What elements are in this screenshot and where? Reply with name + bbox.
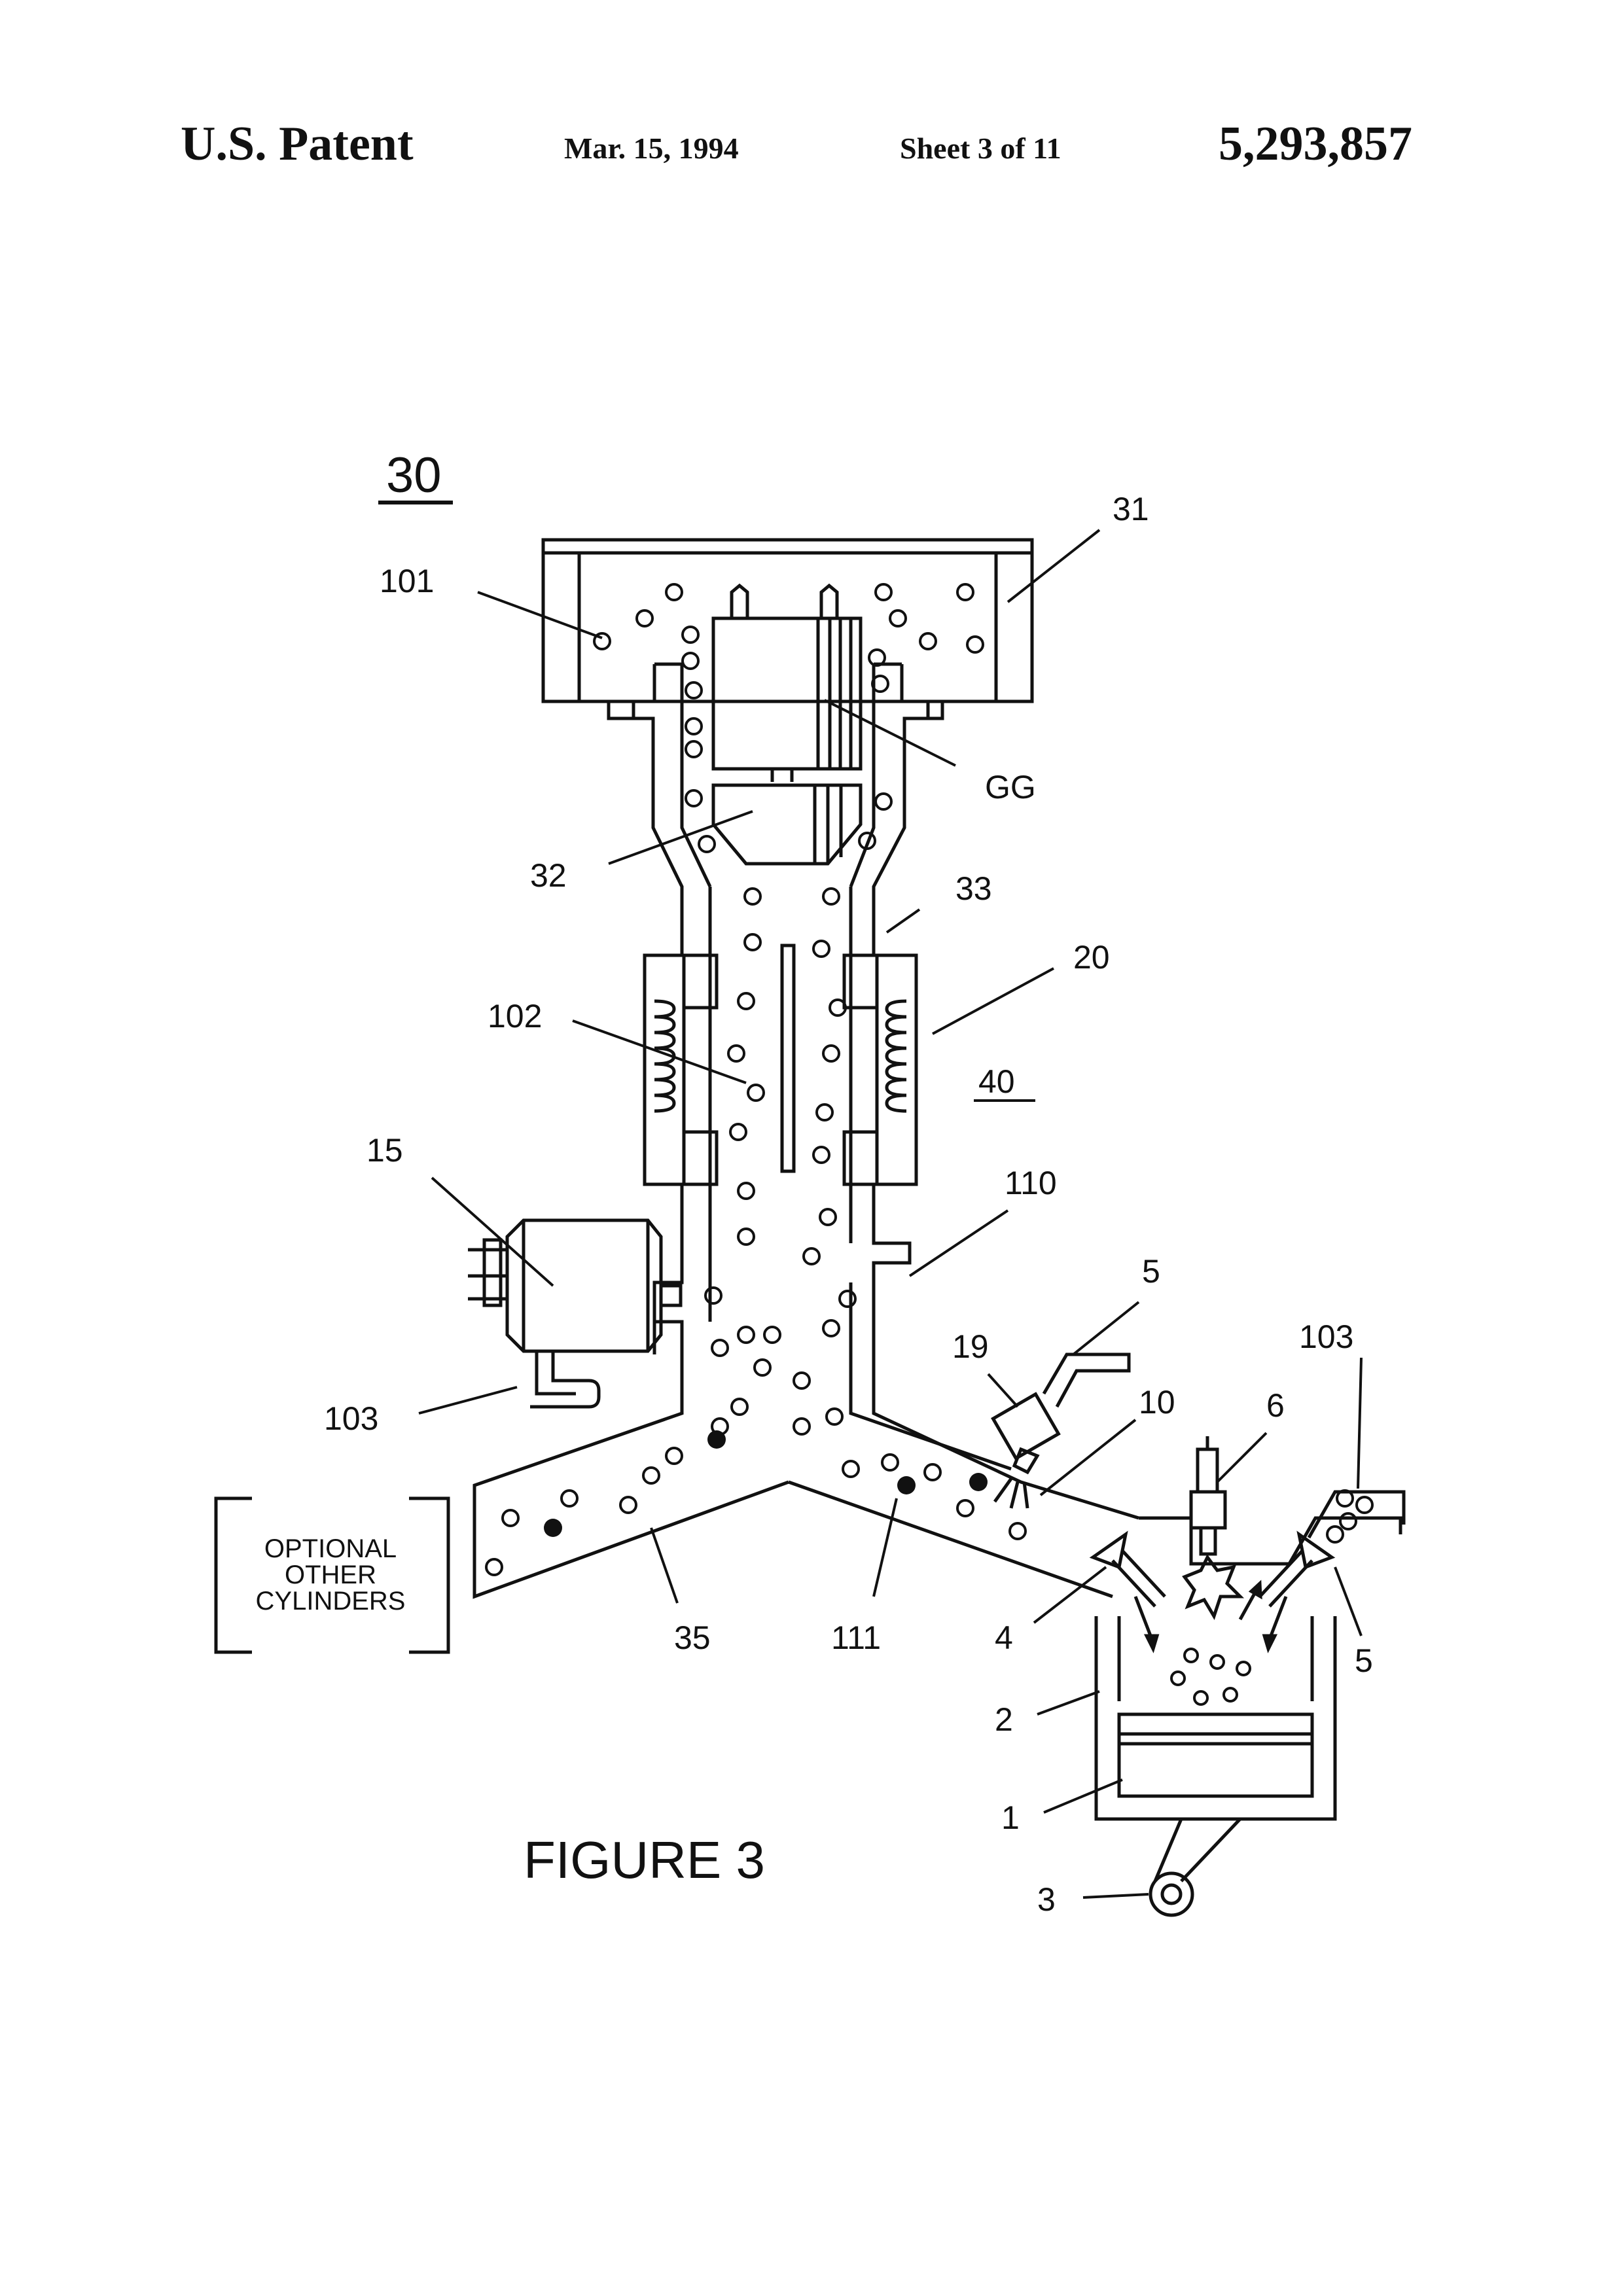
label-5-top: 5 xyxy=(1142,1253,1160,1290)
label-40: 40 xyxy=(978,1063,1015,1100)
nozzle-32 xyxy=(713,785,861,864)
bracket-text-2: OTHER xyxy=(285,1561,376,1589)
bracket-text-1: OPTIONAL xyxy=(264,1534,397,1563)
exhaust-valve-5 xyxy=(1260,1534,1332,1606)
label-111: 111 xyxy=(831,1619,881,1656)
leader-lines xyxy=(419,530,1361,1898)
label-4: 4 xyxy=(995,1619,1013,1656)
label-103-left: 103 xyxy=(324,1400,378,1437)
label-15: 15 xyxy=(366,1132,403,1169)
label-102: 102 xyxy=(488,998,542,1034)
label-6: 6 xyxy=(1266,1387,1285,1424)
label-3: 3 xyxy=(1037,1881,1056,1918)
label-GG: GG xyxy=(985,769,1036,805)
gas-generator-GG xyxy=(713,586,861,782)
label-20: 20 xyxy=(1073,939,1110,976)
label-10: 10 xyxy=(1139,1384,1175,1421)
label-31: 31 xyxy=(1113,491,1149,527)
plenum-31 xyxy=(543,540,1032,701)
label-101: 101 xyxy=(380,563,434,599)
label-19: 19 xyxy=(952,1328,989,1365)
label-35: 35 xyxy=(674,1619,711,1656)
label-32: 32 xyxy=(530,857,567,894)
figure-caption: FIGURE 3 xyxy=(524,1831,765,1889)
label-33: 33 xyxy=(955,870,992,907)
system-ref-30: 30 xyxy=(386,448,442,503)
vessel-outline xyxy=(609,664,942,1282)
label-2: 2 xyxy=(995,1701,1013,1738)
solid-particles xyxy=(544,1430,988,1537)
label-1: 1 xyxy=(1001,1799,1020,1836)
heat-exchanger-20 xyxy=(645,945,916,1184)
lower-manifold xyxy=(474,1184,1139,1597)
injector-19 xyxy=(993,1354,1129,1508)
label-103-right: 103 xyxy=(1299,1318,1353,1355)
engine-cylinder xyxy=(1096,1492,1404,1915)
label-5-bottom: 5 xyxy=(1355,1642,1373,1679)
bracket-text-3: CYLINDERS xyxy=(256,1587,406,1616)
spark-plug-6 xyxy=(1185,1436,1240,1616)
label-110: 110 xyxy=(1005,1165,1057,1201)
pump-15 xyxy=(468,1220,661,1407)
